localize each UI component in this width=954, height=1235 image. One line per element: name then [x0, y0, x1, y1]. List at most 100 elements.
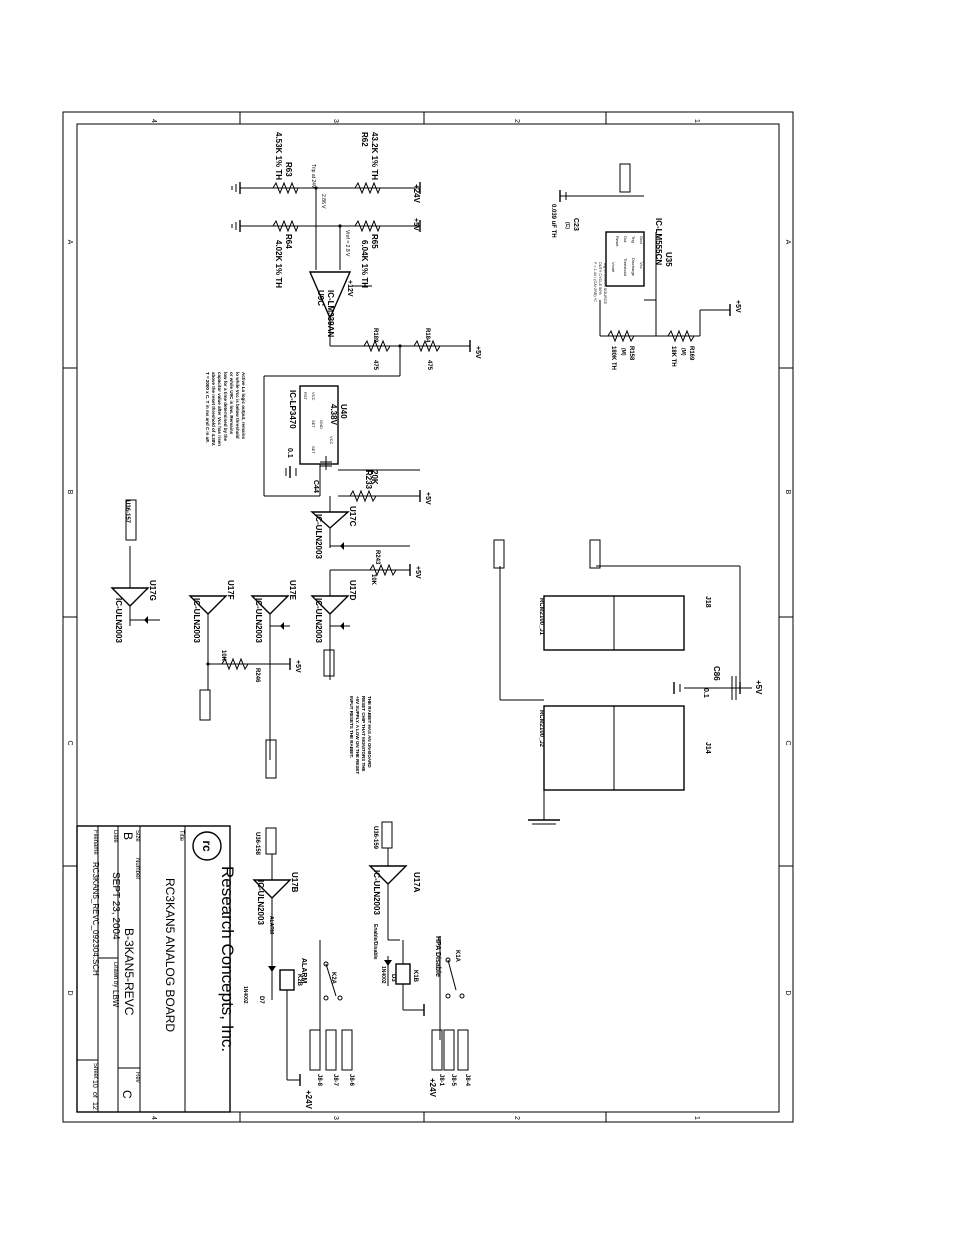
lp3470-note-line-6: above the reset threshold of 4.38V. — [211, 372, 216, 446]
u17g-part: IC-ULN2003 — [114, 598, 123, 643]
p5v-r184: +5V — [474, 346, 481, 359]
r158-value: 180K TH — [610, 346, 616, 370]
u40-part: IC-LP3470 — [288, 390, 297, 429]
c44-ref: C44 — [312, 480, 319, 493]
u40-pin-gnd: GND — [319, 420, 324, 429]
u40-voltage: 4.38V — [329, 404, 338, 426]
r62-value: 43.2K 1% TH — [370, 132, 379, 180]
watchdog-note-line-2: RESET CHIP THAT MONITORS THE — [361, 696, 366, 772]
col-label-4-bottom: 4 — [150, 1116, 157, 1120]
u17d-ref: U17D — [348, 580, 357, 601]
row-label-c: C — [66, 740, 73, 745]
r233-value: 20K — [370, 470, 379, 485]
watchdog-note: THE RABBIT HAS AN ON-BOARD RESET CHIP TH… — [349, 696, 372, 774]
u35-lm555 — [559, 190, 731, 343]
row-label-b-right: B — [784, 490, 791, 495]
u40-ref: U40 — [339, 404, 348, 419]
drawing-title: RC3KAN5 ANALOG BOARD — [163, 878, 177, 1032]
lp3470-note-line-5: capacitor value after Vcc has risen — [217, 372, 222, 446]
lp3470-note: Active Lo logic output, remains lo while… — [205, 372, 246, 446]
u9c-ref: U9C — [316, 290, 325, 306]
u36-157-label: U36-157 — [124, 500, 130, 524]
lp3470-note-line-2: lo while Vcc is below threshold — [235, 372, 240, 439]
c23-note: (C) — [564, 222, 570, 229]
hpa-disable-label: HPA Disable — [434, 936, 441, 977]
r189-ref: R189 — [372, 328, 378, 343]
j8-8-label: J8-8 — [316, 1074, 322, 1087]
u36-159-label: U36-159 — [372, 826, 378, 850]
relay-wiring — [252, 821, 469, 1086]
j8-6-label: J8-6 — [348, 1074, 354, 1087]
u17a-ref: U17A — [412, 872, 421, 893]
col-label-3-bottom: 3 — [332, 1116, 339, 1120]
lp3470-note-line-1: Active Lo logic output, remains — [241, 372, 246, 440]
col-label-2: 2 — [513, 119, 520, 123]
r169-ref: R169 — [688, 346, 694, 361]
u35-pin-threshold: Threshold — [623, 258, 628, 276]
j18-part: RCM2100_J1 — [538, 598, 544, 636]
k2a-ref: K2A — [330, 972, 336, 985]
j8-4-label: J8-4 — [464, 1074, 470, 1087]
u36-158-label: U36-158 — [254, 832, 260, 856]
u17b-part: IC-ULN2003 — [256, 880, 265, 925]
row-label-a-right: A — [784, 240, 791, 245]
r184-value: 475 — [426, 360, 432, 371]
r169-note: (M) — [680, 348, 686, 356]
sheet-label: Sheet — [92, 1063, 98, 1079]
uln2003-wiring — [110, 163, 631, 779]
j14-part: RCM2100_J2 — [538, 710, 544, 748]
col-label-4: 4 — [150, 119, 157, 123]
filename-label: Filename — [92, 830, 98, 855]
p5v-r246: +5V — [294, 660, 301, 673]
lp3470-note-line-3: or while U9C is low. Remains — [229, 372, 234, 435]
r64-ref: R64 — [284, 234, 293, 249]
rev-label: Rev — [134, 1072, 140, 1083]
j14-ref: J14 — [704, 742, 711, 754]
sheet-count: 12 — [91, 1102, 98, 1110]
p5v-u35: +5V — [734, 300, 741, 313]
u40-pin-vcc2: VCC — [329, 436, 334, 445]
r64-value: 4.02K 1% TH — [274, 240, 283, 288]
sheet-number: 10 — [91, 1080, 98, 1088]
u40-pin-vcc: VCC — [311, 392, 316, 401]
lm555-note-line-2: DUTY CYCLE 50% — [598, 262, 602, 295]
u40-lp3470 — [263, 375, 421, 503]
c23-value: 0.039 uF TH — [550, 204, 556, 238]
title-block: rc — [76, 825, 231, 1113]
lp3470-note-line-7: T = 2000 x C. T in ms and C in uF. — [205, 372, 210, 443]
u17g-ref: U17G — [148, 580, 157, 601]
title-label: Title — [178, 830, 184, 842]
company-logo-letters: rc — [200, 840, 214, 852]
row-label-d: D — [66, 990, 73, 995]
r243-value: 10K — [370, 574, 376, 586]
p24v-k1: +24V — [428, 1078, 437, 1098]
drawing-number: B-3KAN5-REVC — [122, 928, 136, 1016]
u17f-part: IC-ULN2003 — [192, 598, 201, 643]
row-label-a: A — [66, 240, 73, 245]
u17b-ref: U17B — [290, 872, 299, 893]
r65-value: 6.04K 1% TH — [360, 240, 369, 288]
u35-pin-trig: Trig — [631, 236, 636, 243]
u17e-part: IC-ULN2003 — [254, 598, 263, 643]
row-label-d-right: D — [784, 990, 791, 995]
col-label-3: 3 — [332, 119, 339, 123]
u35-pin-discharge: Discharge — [631, 258, 636, 277]
p5v-top: +5V — [412, 218, 419, 231]
u35-part: IC-LM555CN — [654, 218, 663, 265]
enable-label: Enable/Disable — [372, 924, 378, 960]
d7-ref: D7 — [258, 996, 264, 1004]
j18-ref: J18 — [704, 596, 711, 608]
d3-value: 1N4002 — [380, 966, 386, 984]
u35-pin-gnd: Gnd — [639, 236, 644, 244]
row-label-b: B — [66, 490, 73, 495]
r63-ref: R63 — [284, 162, 293, 177]
drawn-label: Drawn by — [112, 962, 118, 987]
u40-pin-set: SET — [311, 420, 316, 428]
lm555-note: Trig to CLOCK SOURCE DUTY CYCLE 50% F = … — [593, 262, 607, 305]
r233-ref: R233 — [364, 470, 373, 490]
u17e-ref: U17E — [288, 580, 297, 601]
u40-pin-set2: SET — [311, 446, 316, 454]
watchdog-note-line-3: +5V SUPPLY. A LOW ON THE RESET — [355, 696, 360, 774]
number-label: Number — [134, 858, 140, 879]
